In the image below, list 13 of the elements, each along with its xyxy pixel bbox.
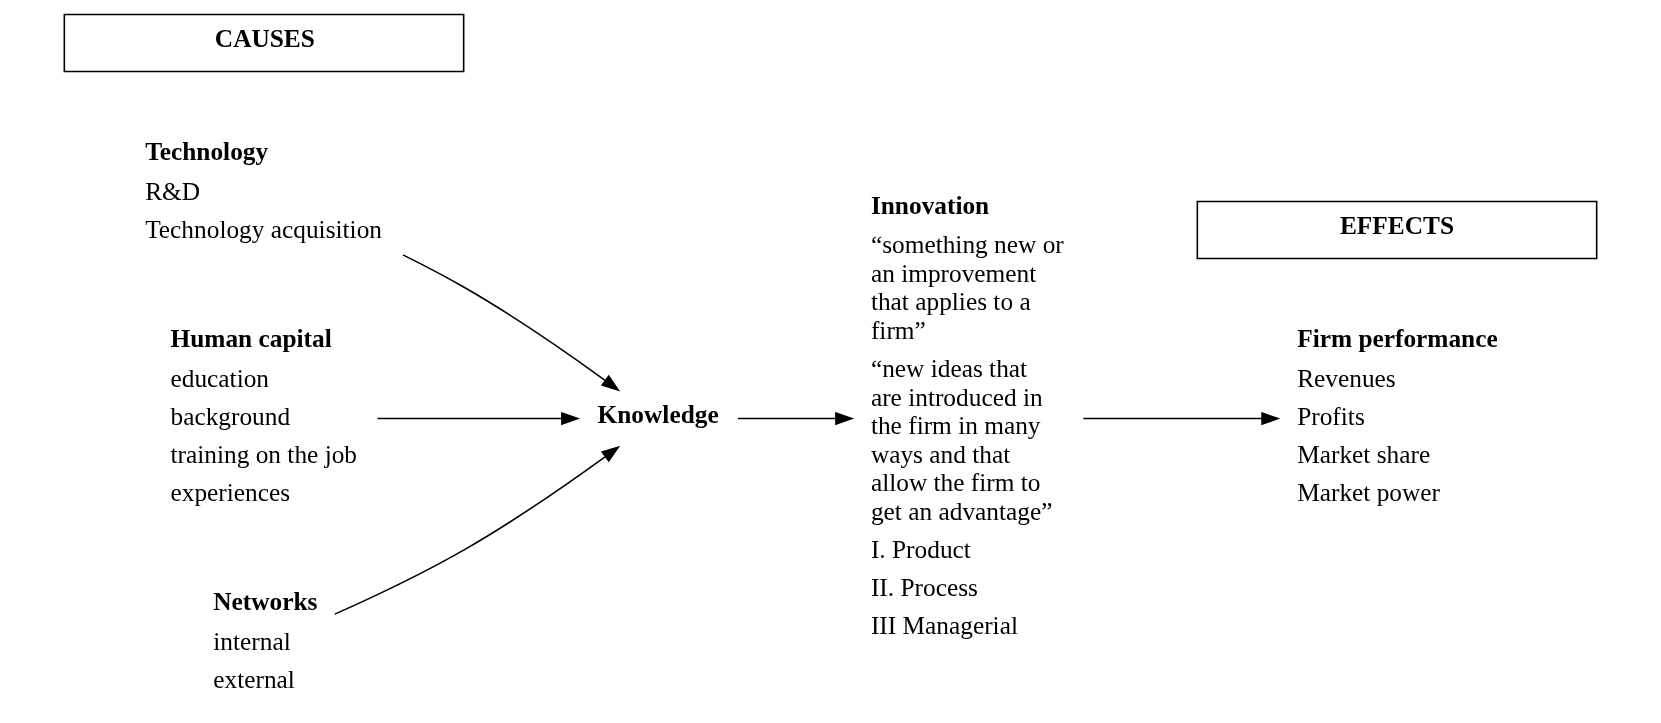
arrow bbox=[334, 445, 621, 615]
arrow bbox=[1082, 411, 1281, 426]
arrow bbox=[376, 411, 581, 426]
node-box: EFFECTS bbox=[1196, 200, 1598, 260]
node-text: Human capital education background training on the job experiences bbox=[170, 323, 358, 506]
node-text: Innovation “something new or an improvement that applies to a firm” “new ideas that are introduced in the firm in many ways and that allow the firm to get an advantage” I. Product II. Process III Managerial bbox=[870, 190, 1064, 639]
arrow bbox=[402, 254, 621, 392]
arrow bbox=[737, 411, 855, 426]
node-box: CAUSES bbox=[63, 13, 465, 73]
node-text: Technology R&D Technology acquisition bbox=[145, 136, 382, 243]
node-text: Firm performance Revenues Profits Market share Market power bbox=[1297, 323, 1498, 506]
node-text: Networks internal external bbox=[213, 586, 318, 693]
node-text: Knowledge bbox=[597, 399, 719, 428]
